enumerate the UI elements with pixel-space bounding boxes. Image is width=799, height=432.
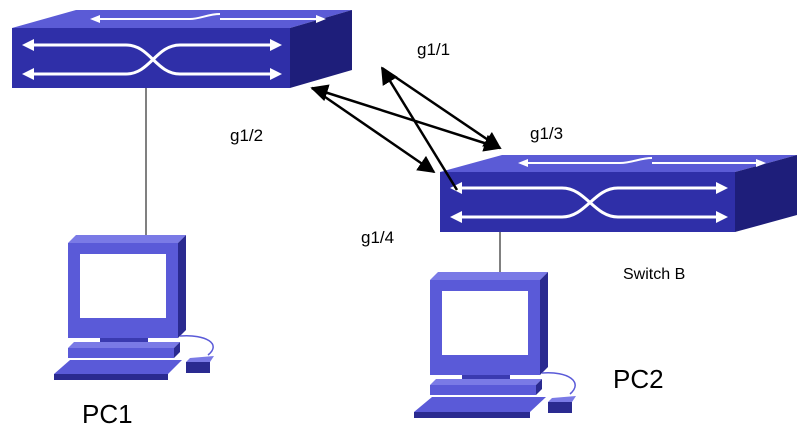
link-g1-1-g1-4	[380, 66, 459, 191]
pc1-label: PC1	[82, 399, 133, 429]
port-label-g1-1: g1/1	[417, 40, 451, 59]
port-label-g1-3: g1/3	[530, 124, 564, 143]
switch-a	[12, 10, 352, 88]
port-label-g1-2: g1/2	[230, 126, 264, 145]
switch-b-label: Switch B	[623, 266, 686, 283]
switch-b	[440, 155, 797, 232]
link-g1-2-g1-4	[311, 86, 436, 174]
pc2-computer	[414, 272, 576, 418]
port-label-g1-4: g1/4	[361, 228, 395, 247]
link-g1-1-g1-3	[381, 66, 502, 150]
pc1-computer	[54, 235, 214, 380]
pc2-label: PC2	[613, 364, 664, 394]
switch-links	[310, 66, 502, 191]
link-g1-2-g1-3	[310, 84, 502, 152]
